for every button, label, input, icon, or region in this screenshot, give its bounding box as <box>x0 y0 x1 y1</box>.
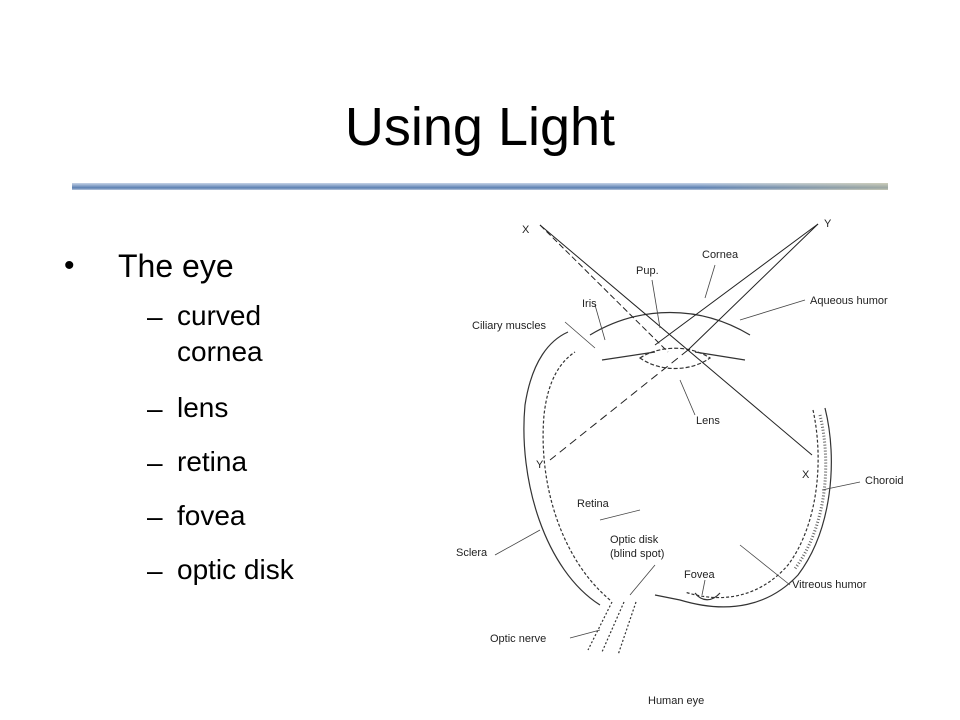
subitem-dash: – <box>147 301 163 332</box>
label-blind-spot: (blind spot) <box>610 548 664 560</box>
subitem-optic-disk: – optic disk <box>60 552 440 590</box>
subitem-text: fovea <box>177 500 246 531</box>
label-x-retina: X <box>802 469 810 481</box>
retina-inner <box>542 351 611 601</box>
label-y-retina: Y <box>536 459 544 471</box>
subitem-dash: – <box>147 393 163 424</box>
label-aqueous-humor: Aqueous humor <box>810 295 888 307</box>
label-optic-disk: Optic disk <box>610 534 659 546</box>
ray-x <box>539 224 813 456</box>
iris-left <box>601 351 656 361</box>
optic-nerve <box>587 601 637 656</box>
label-sclera: Sclera <box>456 547 488 559</box>
subitem-lens: – lens <box>60 390 440 428</box>
label-lens: Lens <box>696 415 720 427</box>
ray-y-dashed <box>549 349 689 461</box>
light-rays <box>539 223 819 461</box>
label-ciliary-muscles: Ciliary muscles <box>472 320 546 332</box>
slide-title: Using Light <box>344 97 616 157</box>
title-divider-tint <box>700 183 888 190</box>
title-divider <box>72 183 888 190</box>
subitem-fovea: – fovea <box>60 498 440 536</box>
subitem-text: lens <box>177 392 229 423</box>
label-pupil: Pup. <box>636 265 659 277</box>
label-fovea: Fovea <box>684 569 715 581</box>
fovea-dip <box>694 592 721 601</box>
subitem-curved-cornea: – curved cornea <box>60 298 440 374</box>
ray-y <box>687 223 819 351</box>
subitem-dash: – <box>147 501 163 532</box>
human-eye-diagram: X Y Cornea Pup. Iris Ciliary muscles Aqu… <box>456 218 904 707</box>
bullet-text: The eye <box>118 248 234 284</box>
label-retina: Retina <box>577 498 610 510</box>
iris-right <box>694 351 746 361</box>
bullet-list: • The eye – curved cornea – lens – retin… <box>60 242 440 590</box>
ray-x-dashed <box>539 224 669 353</box>
subitem-text: optic disk <box>177 554 294 585</box>
leader-lines <box>494 264 861 639</box>
diagram-caption: Human eye <box>648 695 704 707</box>
label-optic-nerve: Optic nerve <box>490 633 546 645</box>
subitem-dash: – <box>147 447 163 478</box>
bullet-dot: • <box>64 249 75 282</box>
retina-inner-right <box>684 409 819 599</box>
subitem-text: retina <box>177 446 248 477</box>
label-choroid: Choroid <box>865 475 904 487</box>
sclera-outline <box>523 331 601 606</box>
lens-outline <box>638 347 712 369</box>
label-vitreous-humor: Vitreous humor <box>792 579 867 591</box>
ray-y-2 <box>654 223 819 346</box>
subitem-dash: – <box>147 555 163 586</box>
label-y-top: Y <box>824 218 832 230</box>
choroid-band <box>792 414 828 571</box>
label-cornea: Cornea <box>702 249 739 261</box>
cornea-outline <box>589 311 751 336</box>
label-iris: Iris <box>582 298 597 310</box>
subitem-text: curved cornea <box>177 300 263 367</box>
label-x-top: X <box>522 224 530 236</box>
bullet-item-the-eye: • The eye <box>60 242 440 290</box>
subitem-retina: – retina <box>60 444 440 482</box>
sclera-outline-right <box>654 407 832 608</box>
